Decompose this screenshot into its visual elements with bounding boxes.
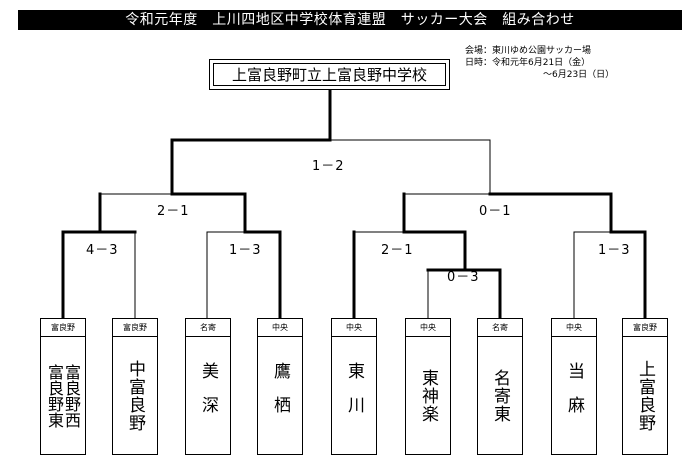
team-name: 鷹栖 (270, 361, 290, 430)
team-card: 名寄 名寄東 (477, 318, 523, 455)
bracket-line-win (170, 88, 332, 320)
champion-box: 上富良野町立上富良野中学校 (209, 59, 450, 90)
date-text: 日時：令和元年6月21日（金） (465, 58, 591, 68)
score-qf-3: 2－1 (381, 243, 414, 258)
team-name: 当麻 (564, 361, 584, 430)
team-region: 富良野 (113, 319, 157, 337)
team-name: 東川 (344, 361, 364, 430)
venue-text: 会場：東川ゆめ公園サッカー場 (465, 46, 592, 56)
score-qf-4: 1－3 (598, 243, 631, 258)
team-card: 名寄 美深 (185, 318, 231, 455)
team-name: 名寄東 (490, 368, 510, 423)
team-region: 中央 (552, 319, 596, 337)
score-semi-right: 0－1 (479, 204, 512, 219)
team-region: 中央 (406, 319, 450, 337)
team-region: 中央 (258, 319, 302, 337)
team-region: 富良野 (623, 319, 667, 337)
score-qf-1: 4－3 (86, 243, 119, 258)
bracket-line-win (402, 192, 502, 320)
team-name: 富良野西 富良野東 (45, 363, 81, 428)
score-semi-left: 2－1 (157, 204, 190, 219)
team-region: 富良野 (41, 319, 85, 337)
bracket-line-win (61, 192, 102, 320)
team-card: 中央 当麻 (551, 318, 597, 455)
champion-name: 上富良野町立上富良野中学校 (213, 63, 446, 86)
team-region: 名寄 (478, 319, 522, 337)
bracket-line (329, 139, 491, 195)
date-end-text: ～6月23日（日） (543, 70, 615, 80)
team-name: 美深 (198, 361, 218, 430)
team-card: 中央 鷹栖 (257, 318, 303, 455)
team-card: 富良野 上富良野 (622, 318, 668, 455)
team-region: 名寄 (186, 319, 230, 337)
team-region: 中央 (332, 319, 376, 337)
team-card: 富良野 富良野西 富良野東 (40, 318, 86, 455)
team-name: 上富良野 (635, 359, 655, 432)
score-final: 1－2 (312, 159, 345, 174)
team-name: 東神楽 (418, 368, 438, 423)
score-qf-2: 1－3 (229, 243, 262, 258)
bracket-line-win (488, 192, 647, 320)
team-card: 中央 東川 (331, 318, 377, 455)
team-card: 中央 東神楽 (405, 318, 451, 455)
team-name: 中富良野 (125, 359, 145, 432)
score-r1: 0－3 (447, 270, 480, 285)
team-card: 富良野 中富良野 (112, 318, 158, 455)
page-title: 令和元年度 上川四地区中学校体育連盟 サッカー大会 組み合わせ (18, 10, 682, 30)
